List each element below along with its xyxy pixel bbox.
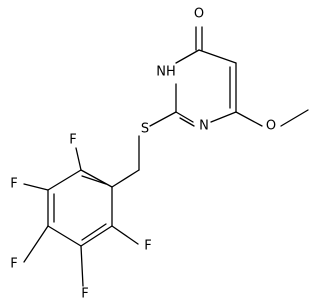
bond-ar1-ar2-inner — [81, 175, 107, 185]
atom-label-nh: NH — [156, 65, 176, 80]
atom-label-oxygen-carbonyl: O — [194, 7, 204, 22]
bond-c6-o — [235, 111, 263, 127]
atom-label-f-left-lower: F — [10, 257, 17, 272]
bond-ar5-ar6 — [80, 225, 113, 247]
bond-ar4-f — [23, 225, 49, 263]
bond-o-ch3 — [280, 109, 309, 127]
bond-c4-n3 — [175, 49, 200, 64]
bond-ar5-ar6-inner — [81, 223, 107, 241]
bond-c5-c4 — [198, 49, 237, 64]
bond-c2-s — [149, 111, 177, 127]
bond-ch2-aryl — [111, 169, 140, 188]
bond-ar3-f — [23, 183, 49, 191]
bond-ar2-f — [75, 147, 82, 171]
bond-ar1-ar2 — [80, 169, 113, 188]
bond-ar2-ar3 — [47, 169, 82, 191]
bond-ar5-f — [80, 245, 84, 287]
bond-ar4-ar5 — [47, 225, 82, 247]
bond-ar6-f — [111, 225, 139, 245]
bond-c2-n1-double-a — [175, 111, 194, 123]
atom-label-f-bottom: F — [81, 287, 88, 302]
atom-label-oxygen-methoxy: O — [266, 119, 276, 134]
atom-label-n-ring: N — [199, 119, 209, 134]
atom-label-f-left-upper: F — [10, 177, 17, 192]
atom-label-f-top: F — [69, 133, 76, 148]
atom-label-f-right: F — [144, 239, 151, 254]
bond-n1-c6 — [210, 111, 237, 123]
atom-label-sulfur: S — [141, 122, 149, 137]
bond-c2-n1-double-b — [179, 117, 195, 127]
